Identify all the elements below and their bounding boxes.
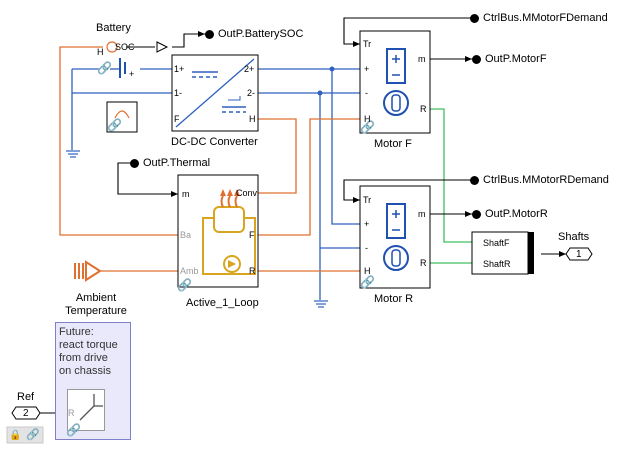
link-icon: 🔗 xyxy=(97,61,112,75)
motor-f-port-neg: - xyxy=(365,88,368,98)
motor-f-port-tr: Tr xyxy=(363,39,372,49)
future-annotation-text: Future: react torque from drive on chass… xyxy=(59,326,118,377)
thermal-port-f: F xyxy=(249,230,255,240)
soc-gain-block[interactable] xyxy=(156,41,169,53)
goto-dot xyxy=(470,176,479,185)
link-icon: 🔗 xyxy=(360,120,375,134)
dcdc-title: DC-DC Converter xyxy=(171,136,258,148)
future-annotation-area: Future: react torque from drive on chass… xyxy=(55,322,131,440)
battery-title: Battery xyxy=(96,22,131,34)
motor-f-title: Motor F xyxy=(374,138,412,150)
dcdc-port-in-pos: 1+ xyxy=(174,64,185,74)
frame-axes-icon xyxy=(79,394,103,421)
junction-dot xyxy=(317,90,323,96)
shafts-title: Shafts xyxy=(558,231,590,243)
motor-f-port-h: H xyxy=(364,114,371,124)
dcdc-converter-block[interactable] xyxy=(171,54,259,132)
motor-f-port-m: m xyxy=(418,54,426,64)
mechanical-lines xyxy=(430,108,472,264)
thermal-port-ba: Ba xyxy=(180,230,192,240)
goto-dot xyxy=(472,55,481,64)
battery-port-h: H xyxy=(97,47,104,57)
motor-r-title: Motor R xyxy=(374,293,414,305)
shafts-number: 1 xyxy=(576,249,582,260)
link-icon: 🔗 xyxy=(26,429,40,441)
motor-r-port-pos: + xyxy=(364,219,370,229)
shafts-port-f: ShaftF xyxy=(483,238,510,248)
thermal-port-m: m xyxy=(182,189,190,199)
signal-motor-r-out-label[interactable]: OutP.MotorR xyxy=(485,208,548,220)
thermal-port-r: R xyxy=(249,266,256,276)
dcdc-port-out-pos: 2+ xyxy=(244,64,255,74)
motor-r-port-neg: - xyxy=(365,243,368,253)
ref-frame-port-r: R xyxy=(68,408,75,418)
ref-number: 2 xyxy=(23,408,29,419)
thermal-loop-block[interactable] xyxy=(177,174,259,288)
electrical-lines xyxy=(71,68,360,300)
signal-motor-r-demand-label[interactable]: CtrlBus.MMotorRDemand xyxy=(483,174,609,186)
junction-dot xyxy=(329,66,335,72)
signal-motor-f-out-label[interactable]: OutP.MotorF xyxy=(485,53,547,65)
motor-f-port-pos: + xyxy=(364,64,370,74)
battery-port-soc: SOC xyxy=(115,42,135,52)
ref-title: Ref xyxy=(17,391,35,403)
signal-thermal-label[interactable]: OutP.Thermal xyxy=(143,157,211,169)
ambient-temperature-block[interactable] xyxy=(74,260,102,282)
motor-r-port-h: H xyxy=(364,266,371,276)
motor-r-port-tr: Tr xyxy=(363,195,372,205)
signal-motor-f-demand-label[interactable]: CtrlBus.MMotorFDemand xyxy=(483,12,608,24)
link-icon: 🔗 xyxy=(360,275,375,289)
ground-symbols xyxy=(66,150,328,308)
thermal-port-amb: Amb xyxy=(180,266,199,276)
goto-dot xyxy=(470,14,479,23)
signal-battery-soc-label[interactable]: OutP.BatterySOC xyxy=(218,28,304,40)
motor-f-block[interactable] xyxy=(359,30,431,134)
motor-r-port-m: m xyxy=(418,209,426,219)
thermal-port-conv: Conv xyxy=(236,188,258,198)
thermal-lines xyxy=(59,46,360,272)
ref-frame-block[interactable] xyxy=(67,389,105,431)
link-icon: 🔗 xyxy=(107,118,122,132)
goto-dot xyxy=(130,159,139,168)
dcdc-port-in-neg: 1- xyxy=(174,88,183,98)
thermal-loop-title: Active_1_Loop xyxy=(186,297,259,309)
ambient-title: Ambient Temperature xyxy=(65,292,127,317)
motor-r-block[interactable] xyxy=(359,185,431,289)
dcdc-port-f: F xyxy=(174,114,180,124)
arrowheads xyxy=(171,31,566,257)
motor-r-port-r: R xyxy=(420,258,427,268)
link-icon: 🔗 xyxy=(66,423,81,437)
lock-icon: 🔒 xyxy=(9,430,22,441)
signal-lines xyxy=(117,17,566,255)
shafts-outport[interactable] xyxy=(565,247,593,261)
battery-plus-sign: + xyxy=(129,69,135,79)
efficiency-subsystem-block[interactable] xyxy=(106,101,138,133)
battery-block[interactable] xyxy=(106,41,126,78)
shafts-port-r: ShaftR xyxy=(483,259,511,269)
goto-dot xyxy=(205,30,214,39)
goto-dot xyxy=(472,210,481,219)
link-icon: 🔗 xyxy=(177,278,192,292)
dcdc-port-out-neg: 2- xyxy=(247,88,256,98)
lock-badge[interactable] xyxy=(6,426,44,444)
shafts-bus-creator[interactable] xyxy=(471,231,534,275)
dcdc-port-h: H xyxy=(249,114,256,124)
motor-f-port-r: R xyxy=(420,104,427,114)
